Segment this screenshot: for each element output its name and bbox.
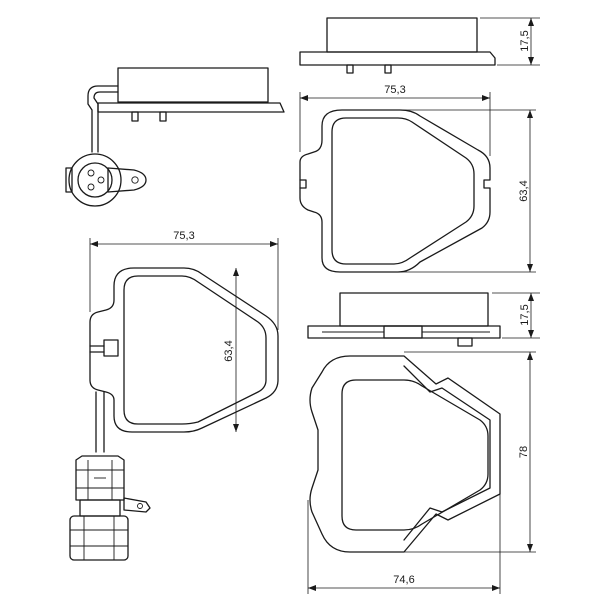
top-right-side-view: 17,5 <box>299 17 540 74</box>
connector-pin-2 <box>97 176 105 184</box>
bottom-right-plan-view: 78 74,6 <box>307 351 536 594</box>
backing-plate-outline <box>89 267 279 433</box>
dim-bottom-right-thickness: 17,5 <box>519 304 531 325</box>
dim-bottom-right-width: 74,6 <box>393 574 414 586</box>
bottom-right-side-view: 17,5 <box>307 292 540 347</box>
friction-block <box>117 67 269 103</box>
friction-material-outline <box>123 275 267 425</box>
dim-bottom-right-height: 78 <box>518 446 530 458</box>
connector-latch <box>65 167 73 193</box>
clip-right <box>159 111 167 122</box>
connector-flange <box>107 167 147 193</box>
connector-upper <box>75 455 125 501</box>
dim-left-height: 63,4 <box>223 340 235 361</box>
connector-neck <box>79 499 121 517</box>
friction-material-outline <box>341 379 489 531</box>
clip-right <box>384 64 392 74</box>
backing-plate-outline <box>299 109 491 273</box>
friction-block <box>339 292 489 327</box>
friction-block <box>326 17 478 53</box>
sensor-tab <box>103 339 119 357</box>
top-left-side-view <box>65 67 285 207</box>
connector-bracket <box>123 497 151 513</box>
connector-pin-3 <box>87 183 95 191</box>
dim-top-right-height: 63,4 <box>518 180 530 201</box>
left-plan-view: 75,3 63,4 <box>69 230 279 561</box>
connector-inner <box>77 162 113 198</box>
connector-body <box>68 153 122 207</box>
backing-plate <box>97 102 285 113</box>
plate-notch <box>299 179 307 189</box>
sensor-wire-outer <box>87 85 119 153</box>
clip-left <box>131 111 139 122</box>
sensor-wire-inner <box>93 91 119 153</box>
dim-top-right-width: 75,3 <box>384 84 405 96</box>
friction-material-outline <box>331 117 475 265</box>
dim-top-right-thickness: 17,5 <box>519 30 531 51</box>
clip-tab <box>457 337 473 347</box>
plate-step <box>403 365 491 541</box>
dim-left-width: 75,3 <box>173 230 194 242</box>
flange-hole <box>131 176 139 184</box>
top-right-plan-view: 75,3 63,4 <box>299 84 536 273</box>
clip-left <box>346 64 354 74</box>
backing-plate <box>307 325 501 339</box>
connector-lower <box>69 515 129 561</box>
backing-plate <box>299 51 496 66</box>
backing-plate-outline <box>309 355 501 553</box>
center-clip <box>383 325 423 339</box>
connector-pin-1 <box>87 169 95 177</box>
